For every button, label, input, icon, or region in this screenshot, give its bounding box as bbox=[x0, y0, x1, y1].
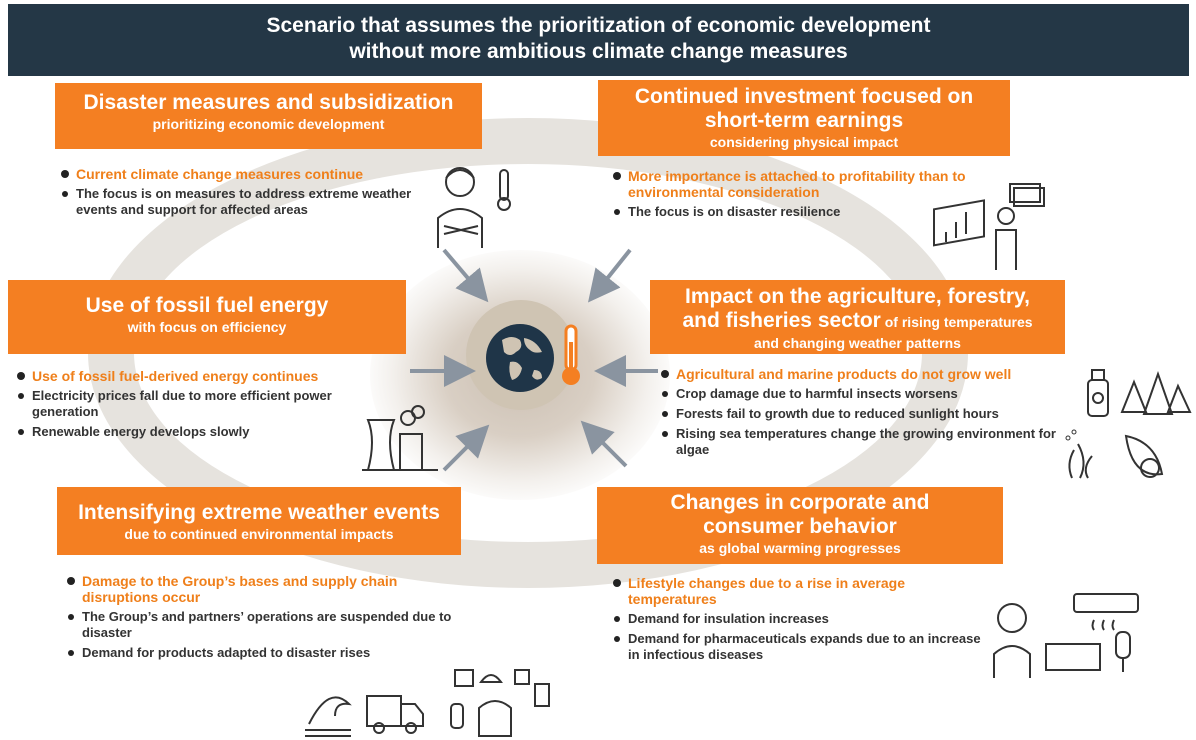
investment-points: More importance is attached to profitabi… bbox=[612, 168, 992, 224]
box-subtitle: considering physical impact bbox=[709, 134, 899, 150]
box-subtitle: and changing weather patterns bbox=[754, 335, 961, 351]
list-item: The focus is on measures to address extr… bbox=[60, 186, 420, 218]
list-item: Rising sea temperatures change the growi… bbox=[660, 426, 1060, 458]
box-subtitle: due to continued environmental impacts bbox=[124, 526, 394, 542]
list-item: Forests fail to growth due to reduced su… bbox=[660, 406, 1060, 422]
box-extreme-weather: Intensifying extreme weather events due … bbox=[57, 487, 461, 555]
list-item: Demand for pharmaceuticals expands due t… bbox=[612, 631, 992, 663]
box-disaster-measures: Disaster measures and subsidization prio… bbox=[55, 83, 482, 149]
globe-thermometer-icon bbox=[486, 324, 580, 392]
box-agriculture-impact: Impact on the agriculture, forestry, and… bbox=[650, 280, 1065, 354]
box-title-line-1: Continued investment focused on bbox=[634, 85, 974, 108]
seaweed-harvest-icon bbox=[1065, 429, 1164, 479]
power-plant-icon bbox=[362, 405, 438, 471]
list-item: Use of fossil fuel-derived energy contin… bbox=[16, 368, 396, 384]
disaster-points: Current climate change measures continue… bbox=[60, 166, 420, 222]
header-line-1: Scenario that assumes the prioritization… bbox=[266, 14, 931, 37]
arrow-from-investment bbox=[588, 248, 632, 303]
box-continued-investment: Continued investment focused on short-te… bbox=[598, 80, 1010, 156]
pesticide-trees-icon bbox=[1087, 369, 1192, 417]
list-item: Demand for products adapted to disaster … bbox=[66, 645, 466, 661]
list-item: Electricity prices fall due to more effi… bbox=[16, 388, 396, 420]
tsunami-truck-emergency-kit-icon bbox=[305, 669, 550, 737]
list-item: More importance is attached to profitabi… bbox=[612, 168, 992, 200]
list-item: Lifestyle changes due to a rise in avera… bbox=[612, 575, 992, 607]
box-title: Disaster measures and subsidization bbox=[83, 91, 454, 114]
agri-points: Agricultural and marine products do not … bbox=[660, 366, 1060, 462]
box-subtitle: prioritizing economic development bbox=[152, 116, 385, 132]
box-subtitle: with focus on efficiency bbox=[127, 319, 287, 335]
list-item: Renewable energy develops slowly bbox=[16, 424, 396, 440]
arrow-from-disaster bbox=[442, 248, 489, 303]
arrows-to-center bbox=[410, 248, 658, 472]
box-subtitle: as global warming progresses bbox=[699, 540, 901, 556]
box-behavior-changes: Changes in corporate and consumer behavi… bbox=[597, 487, 1003, 564]
weather-points: Damage to the Group’s bases and supply c… bbox=[66, 573, 466, 665]
list-item: Agricultural and marine products do not … bbox=[660, 366, 1060, 382]
list-item: The Group’s and partners’ operations are… bbox=[66, 609, 466, 641]
arrow-from-behavior bbox=[580, 420, 628, 468]
header-line-2: without more ambitious climate change me… bbox=[349, 40, 848, 63]
box-title: Use of fossil fuel energy bbox=[85, 294, 329, 317]
arrow-from-weather bbox=[442, 424, 490, 472]
list-item: Crop damage due to harmful insects worse… bbox=[660, 386, 1060, 402]
box-title-line-2: consumer behavior bbox=[703, 515, 897, 538]
behavior-points: Lifestyle changes due to a rise in avera… bbox=[612, 575, 992, 667]
list-item: Damage to the Group’s bases and supply c… bbox=[66, 573, 466, 605]
box-fossil-fuel: Use of fossil fuel energy with focus on … bbox=[8, 280, 406, 354]
box-title-line-2: and fisheries sector bbox=[682, 309, 881, 332]
list-item: The focus is on disaster resilience bbox=[612, 204, 992, 220]
hot-person-aircon-icon bbox=[993, 593, 1139, 678]
analyst-chart-money-icon bbox=[933, 183, 1045, 270]
box-title-suffix: of rising temperatures bbox=[880, 314, 1033, 330]
list-item: Demand for insulation increases bbox=[612, 611, 992, 627]
box-title-line-1: Impact on the agriculture, forestry, bbox=[684, 285, 1030, 308]
box-title-line-2: short-term earnings bbox=[704, 109, 904, 132]
box-title: Intensifying extreme weather events bbox=[78, 501, 440, 524]
list-item: Current climate change measures continue bbox=[60, 166, 420, 182]
worried-businessman-icon bbox=[437, 167, 511, 248]
fossil-points: Use of fossil fuel-derived energy contin… bbox=[16, 368, 396, 444]
box-title-line-1: Changes in corporate and bbox=[670, 491, 930, 514]
diagram-header: Scenario that assumes the prioritization… bbox=[8, 4, 1189, 76]
